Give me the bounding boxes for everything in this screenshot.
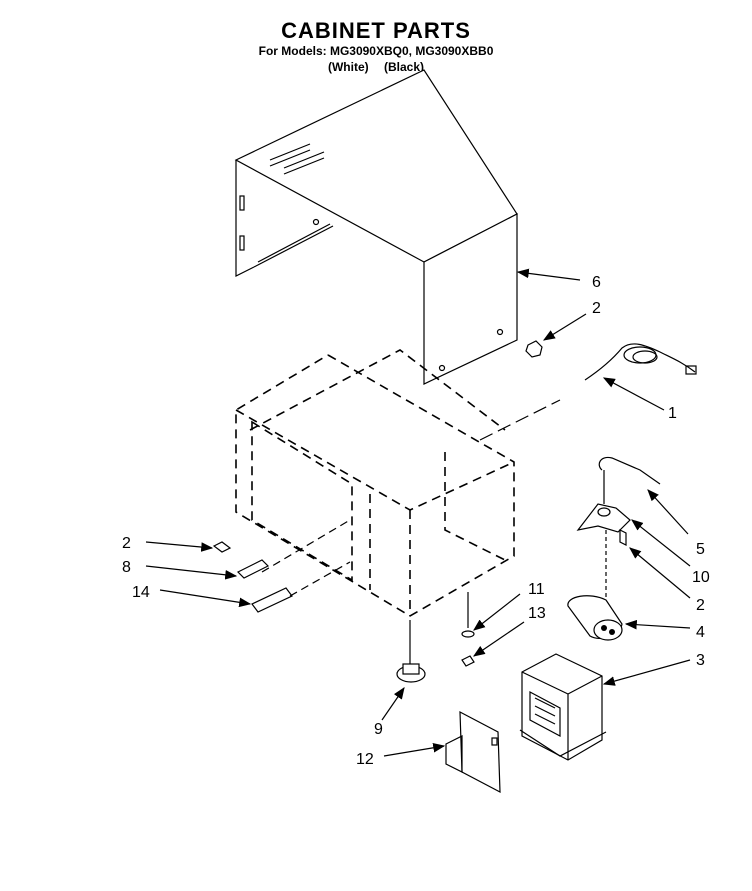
cabinet-wrapper bbox=[234, 69, 518, 385]
cover-plate bbox=[445, 710, 501, 794]
callout-9: 9 bbox=[374, 721, 383, 738]
callout-6: 6 bbox=[592, 274, 601, 291]
brackets bbox=[212, 519, 351, 613]
callout-13: 13 bbox=[528, 605, 546, 622]
leader-lines bbox=[145, 268, 691, 757]
fuse-bracket bbox=[576, 456, 661, 600]
callout-2b: 2 bbox=[696, 597, 705, 614]
chassis-dashed bbox=[235, 349, 515, 617]
color-black: (Black) bbox=[383, 60, 424, 74]
color-white: (White) bbox=[327, 60, 369, 74]
power-cord bbox=[479, 343, 697, 441]
callout-14: 14 bbox=[132, 584, 150, 601]
diagram-title: CABINET PARTS bbox=[281, 18, 471, 43]
callout-8: 8 bbox=[122, 559, 131, 576]
callout-1: 1 bbox=[668, 405, 677, 422]
callout-11: 11 bbox=[528, 581, 545, 598]
callout-12: 12 bbox=[356, 751, 374, 768]
foot-washer-screw bbox=[396, 592, 475, 683]
capacitor bbox=[567, 595, 623, 641]
models-line: For Models: MG3090XBQ0, MG3090XBB0 bbox=[258, 44, 494, 58]
callout-2c: 2 bbox=[122, 535, 131, 552]
callout-5: 5 bbox=[696, 541, 705, 558]
callout-10: 10 bbox=[692, 569, 710, 586]
callout-4: 4 bbox=[696, 624, 705, 641]
callout-2a: 2 bbox=[592, 300, 601, 317]
transformer bbox=[519, 653, 607, 761]
color-line: (White) (Black) bbox=[0, 60, 752, 74]
nut bbox=[525, 340, 543, 358]
callout-3: 3 bbox=[696, 652, 705, 669]
